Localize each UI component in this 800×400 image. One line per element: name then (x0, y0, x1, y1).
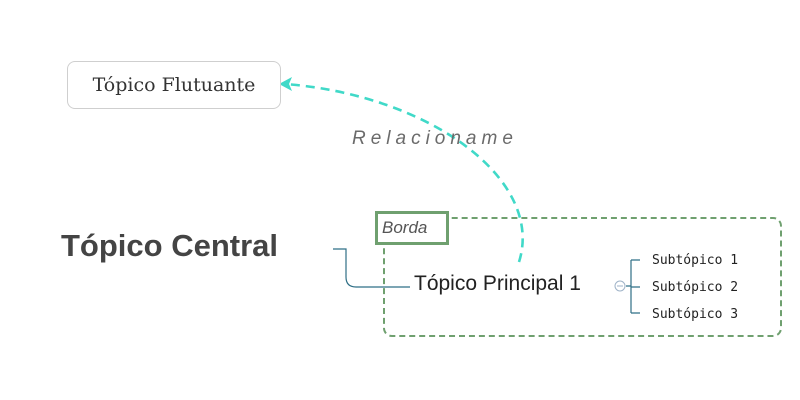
relationship-label-text: Relacionamento (352, 128, 514, 149)
main-topic[interactable]: Tópico Principal 1 (414, 272, 581, 296)
central-topic-label: Tópico Central (61, 228, 279, 263)
central-topic[interactable]: Tópico Central (61, 228, 278, 264)
relationship-arrow-icon (279, 77, 292, 91)
subtopic-3[interactable]: Subtópico 3 (652, 307, 738, 322)
relationship-line[interactable] (284, 82, 524, 263)
boundary[interactable] (383, 217, 782, 337)
subtopic-label: Subtópico 3 (652, 307, 739, 322)
boundary-label[interactable]: Borda (375, 211, 449, 245)
boundary-label-text: Borda (382, 218, 428, 237)
central-to-main-connector (333, 248, 410, 288)
floating-topic-label: Tópico Flutuante (92, 74, 256, 96)
floating-topic[interactable]: Tópico Flutuante (67, 61, 281, 109)
subtopic-label: Subtópico 2 (652, 280, 739, 295)
subtopic-2[interactable]: Subtópico 2 (652, 280, 738, 295)
main-to-subtopics-connector (626, 259, 640, 314)
subtopic-1[interactable]: Subtópico 1 (652, 253, 738, 268)
main-topic-label: Tópico Principal 1 (414, 272, 581, 295)
subtopic-label: Subtópico 1 (652, 253, 739, 268)
relationship-label[interactable]: Relacionamento (352, 128, 514, 150)
